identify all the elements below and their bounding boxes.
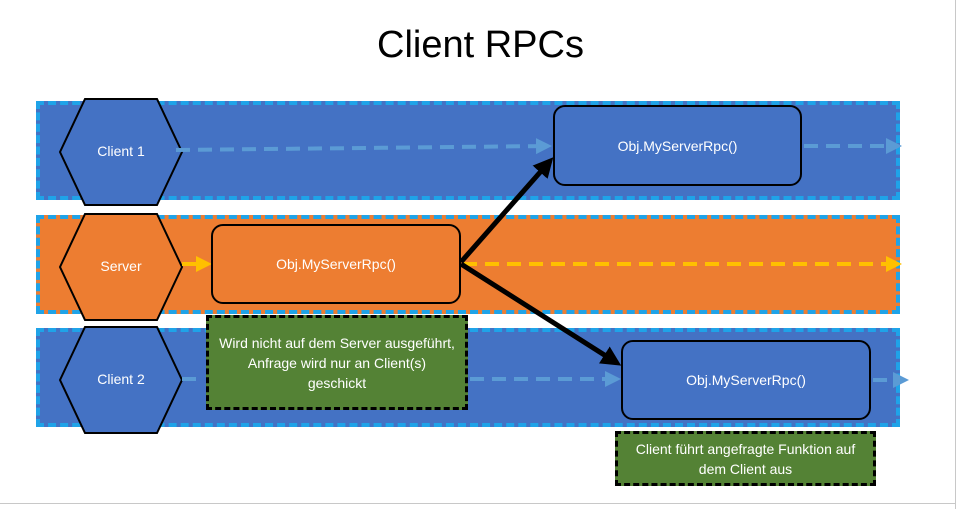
- client-note: Client führt angefragte Funktion auf dem…: [615, 431, 876, 486]
- server-to-client-1-arrow: [459, 157, 554, 264]
- server-to-client-2-arrow: [459, 261, 622, 366]
- hexagon-server-label: Server: [100, 258, 142, 274]
- frame-edge-right: [955, 0, 956, 509]
- frame-edge-bottom: [0, 503, 956, 504]
- client-2-rpc-box: Obj.MyServerRpc(): [621, 340, 871, 420]
- client-2-rpc-label: Obj.MyServerRpc(): [686, 372, 806, 388]
- client-1-rpc-box: Obj.MyServerRpc(): [553, 105, 802, 186]
- hexagon-client-1: [58, 98, 184, 206]
- client-1-request-arrow: [175, 138, 552, 155]
- server-rpc-label: Obj.MyServerRpc(): [276, 256, 396, 272]
- diagram-title: Client RPCs: [377, 24, 584, 66]
- hexagon-server: [58, 213, 184, 321]
- server-note-text: Wird nicht auf dem Server ausgeführt, An…: [219, 334, 455, 391]
- server-rpc-box: Obj.MyServerRpc(): [211, 224, 461, 304]
- server-note: Wird nicht auf dem Server ausgeführt, An…: [206, 315, 468, 410]
- client-1-rpc-label: Obj.MyServerRpc(): [617, 137, 738, 154]
- hexagon-client-2-label: Client 2: [97, 371, 145, 387]
- client-note-text: Client führt angefragte Funktion auf dem…: [635, 440, 856, 477]
- hexagon-client-1-label: Client 1: [97, 143, 145, 159]
